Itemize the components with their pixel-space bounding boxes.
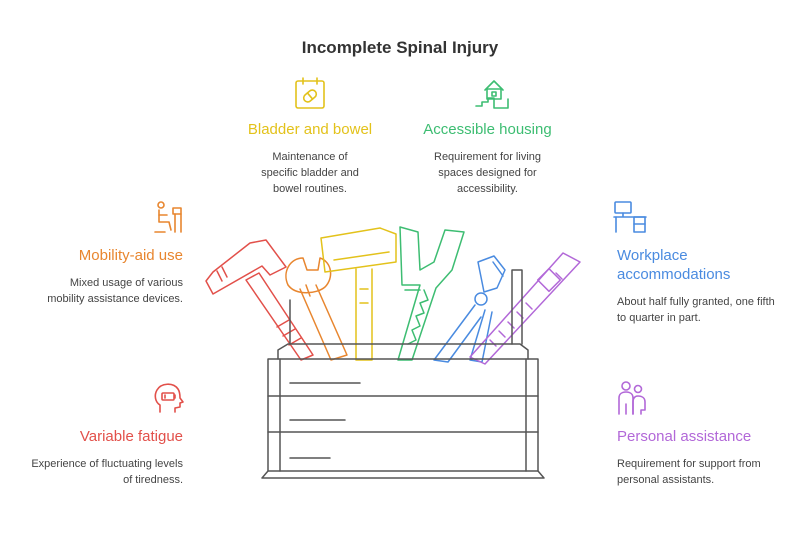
variable-fatigue-heading: Variable fatigue <box>79 428 183 445</box>
accessible-housing-description: Requirement for living spaces designed f… <box>434 151 541 195</box>
toolbox-icon <box>261 269 545 479</box>
house-stairs-icon <box>474 76 510 115</box>
hammer-icon <box>205 239 314 361</box>
mobility-aid-block: Mobility-aid use Mixed usage of various … <box>30 246 183 307</box>
mobility-aid-description: Mixed usage of various mobility assistan… <box>47 277 183 305</box>
personal-assistance-description: Requirement for support from personal as… <box>617 458 761 486</box>
mobility-aid-heading: Mobility-aid use <box>78 247 183 264</box>
mallet-icon <box>320 227 397 361</box>
bladder-bowel-heading: Bladder and bowel <box>247 121 373 138</box>
personal-assistance-block: Personal assistance Requirement for supp… <box>617 427 777 488</box>
workplace-block: Workplace accommodations About half full… <box>617 246 782 326</box>
bladder-bowel-block: Bladder and bowel Maintenance of specifi… <box>225 120 395 197</box>
level-ruler-icon <box>469 252 581 365</box>
low-battery-head-icon <box>151 380 185 419</box>
saw-icon <box>397 226 465 361</box>
accessible-housing-block: Accessible housing Requirement for livin… <box>400 120 575 197</box>
mobility-aid-icon <box>151 200 185 239</box>
desk-icon <box>612 200 648 239</box>
pill-calendar-icon <box>293 76 327 115</box>
wrench-icon <box>285 257 348 361</box>
pliers-icon <box>433 255 506 363</box>
workplace-heading: Workplace accommodations <box>617 247 731 283</box>
accessible-housing-heading: Accessible housing <box>423 121 552 138</box>
variable-fatigue-description: Experience of fluctuating levels of tire… <box>31 458 183 486</box>
personal-assistance-heading: Personal assistance <box>617 428 752 445</box>
bladder-bowel-description: Maintenance of specific bladder and bowe… <box>261 151 359 195</box>
diagram-title: Incomplete Spinal Injury <box>301 38 499 57</box>
two-people-icon <box>615 380 649 421</box>
variable-fatigue-block: Variable fatigue Experience of fluctuati… <box>30 427 183 488</box>
workplace-description: About half fully granted, one fifth to q… <box>617 296 775 324</box>
